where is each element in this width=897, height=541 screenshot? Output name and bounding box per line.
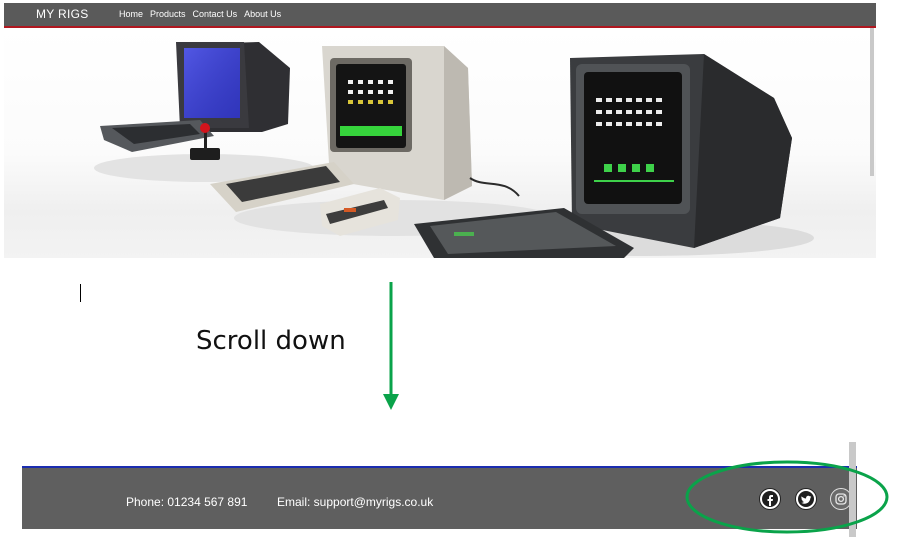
social-icons-highlight — [685, 460, 889, 534]
computer-beige-monitor — [210, 46, 520, 236]
brand-logo-text[interactable]: MY RIGS — [36, 7, 89, 21]
scroll-down-label: Scroll down — [196, 326, 346, 356]
nav-link-products[interactable]: Products — [150, 9, 186, 19]
computer-blue-screen — [100, 42, 290, 160]
facebook-icon[interactable] — [759, 488, 781, 510]
nav-links: Home Products Contact Us About Us — [119, 9, 281, 19]
nav-link-about-us[interactable]: About Us — [244, 9, 282, 19]
nav-link-contact-us[interactable]: Contact Us — [192, 9, 238, 19]
retro-computers-illustration — [94, 42, 814, 258]
nav-link-home[interactable]: Home — [119, 9, 144, 19]
scroll-down-arrow-icon — [383, 282, 399, 410]
footer-phone: Phone: 01234 567 891 — [126, 495, 248, 509]
top-navbar: MY RIGS Home Products Contact Us About U… — [4, 3, 876, 28]
site-footer: Phone: 01234 567 891 Email: support@myri… — [22, 466, 857, 529]
text-cursor — [80, 284, 81, 302]
hero-image — [4, 28, 876, 258]
footer-email[interactable]: Email: support@myrigs.co.uk — [277, 495, 434, 509]
computer-dark-monitor — [414, 54, 792, 258]
twitter-icon[interactable] — [795, 488, 817, 510]
footer-scrollbar-thumb[interactable] — [849, 442, 856, 537]
page-scrollbar-thumb[interactable] — [870, 28, 874, 176]
